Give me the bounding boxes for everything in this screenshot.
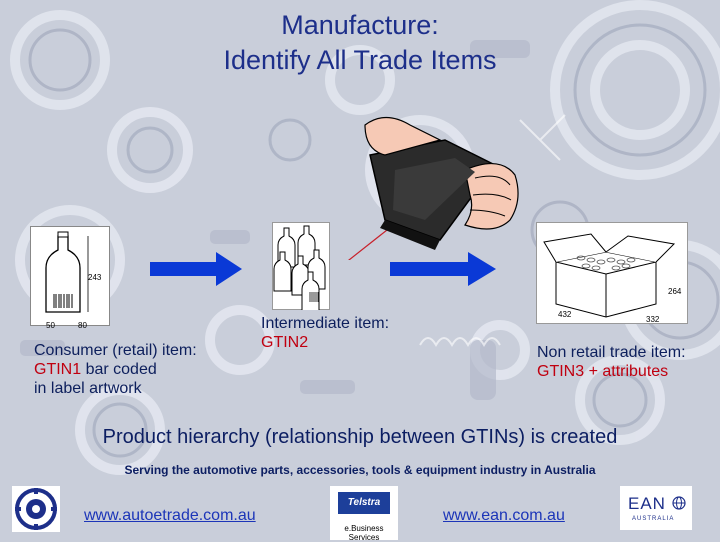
hand-scanner-illustration	[348, 116, 519, 260]
non-retail-item-image	[536, 222, 688, 324]
intermediate-item-image	[272, 222, 330, 312]
arrow-right-icon	[150, 252, 242, 286]
box-length-dim: 432	[558, 310, 572, 319]
consumer-line-2-rest: bar coded	[81, 361, 157, 378]
autoetrade-link[interactable]: www.autoetrade.com.au	[84, 507, 256, 524]
serving-statement: Serving the automotive parts, accessorie…	[124, 463, 596, 477]
non-retail-item-label: Non retail trade item: GTIN3 + attribute…	[537, 343, 686, 381]
consumer-line-3: in label artwork	[34, 380, 142, 397]
consumer-depth-dim: 50	[46, 321, 55, 330]
consumer-item-label: Consumer (retail) item: GTIN1 bar coded …	[34, 341, 197, 398]
intermediate-line-1: Intermediate item:	[261, 315, 390, 332]
gtin3-attributes: GTIN3 + attributes	[537, 363, 669, 380]
hierarchy-statement: Product hierarchy (relationship between …	[102, 426, 618, 448]
gtin1-code: GTIN1	[34, 361, 82, 378]
consumer-line-2: GTIN1 bar coded	[34, 360, 197, 379]
consumer-height-dim: 243	[88, 273, 102, 282]
telstra-logo-text: Telstra	[338, 492, 390, 514]
ean-link[interactable]: www.ean.com.au	[443, 507, 565, 524]
non-retail-line-1: Non retail trade item:	[537, 344, 686, 361]
slide-title: Manufacture: Identify All Trade Items	[0, 8, 720, 78]
telstra-logo: Telstra e.Business Services	[330, 486, 398, 542]
intermediate-item-label: Intermediate item: GTIN2	[261, 314, 389, 352]
arrow-right-icon	[390, 252, 496, 286]
globe-icon	[672, 496, 686, 510]
autoetrade-logo	[12, 486, 60, 532]
telstra-sub-text: e.Business Services	[344, 524, 384, 542]
box-height-dim: 264	[668, 287, 682, 296]
consumer-item-image	[30, 226, 110, 326]
title-line-1: Manufacture:	[281, 10, 439, 40]
gtin2-code: GTIN2	[261, 334, 309, 351]
ean-sub-text: AUSTRALIA	[632, 516, 675, 522]
ean-logo: EAN AUSTRALIA	[620, 486, 692, 530]
ean-logo-text: EAN	[628, 494, 666, 513]
consumer-line-1: Consumer (retail) item:	[34, 342, 197, 359]
consumer-width-dim: 80	[78, 321, 87, 330]
box-width-dim: 332	[646, 315, 660, 324]
title-line-2: Identify All Trade Items	[223, 45, 497, 75]
